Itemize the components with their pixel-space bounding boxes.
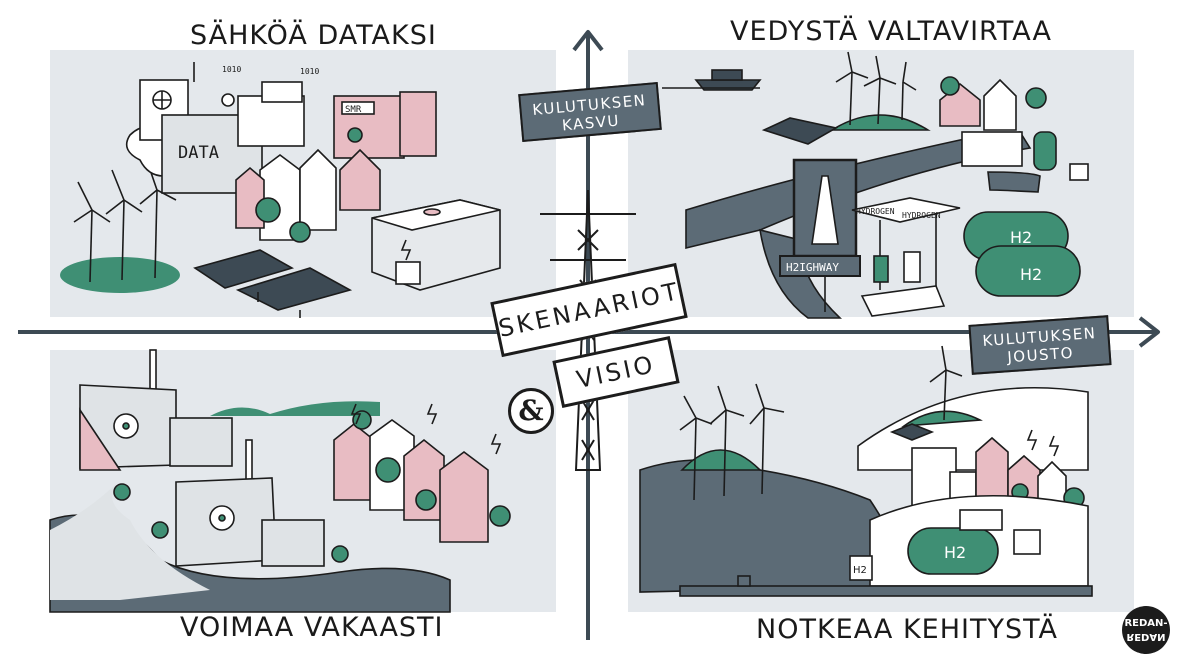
top-left-scene: DATA 1010 1010 SMR xyxy=(60,62,501,318)
redan-logo: REDAN- REDAN xyxy=(1122,606,1170,654)
top-right-scene: H2IGHWAY HYDROGEN HYDROGEN H2 H2 xyxy=(662,51,1089,319)
svg-text:H2: H2 xyxy=(944,543,966,562)
quadrant-title-top-left: SÄHKÖÄ DATAKSI xyxy=(190,20,437,51)
hydrogen-sign-1: HYDROGEN xyxy=(856,207,895,216)
axis-label-horizontal: KULUTUKSEN JOUSTO xyxy=(968,315,1112,375)
quadrant-title-bottom-right: NOTKEAA KEHITYSTÄ xyxy=(756,614,1059,645)
binary-label: 1010 xyxy=(222,65,241,74)
smr-label: SMR xyxy=(345,105,362,115)
bottom-right-scene: H2 H2 xyxy=(639,345,1093,597)
ampersand-badge: & xyxy=(508,388,554,434)
svg-text:1010: 1010 xyxy=(300,67,319,76)
bottom-left-scene xyxy=(49,349,511,613)
svg-text:H2: H2 xyxy=(853,565,867,576)
quadrant-title-top-right: VEDYSTÄ VALTAVIRTAA xyxy=(730,16,1052,47)
highway-sign-label: H2IGHWAY xyxy=(786,261,839,274)
hydrogen-sign-2: HYDROGEN xyxy=(902,211,941,220)
logo-line1: REDAN- xyxy=(1124,618,1168,629)
logo-line2: REDAN xyxy=(1126,631,1166,642)
data-building-label: DATA xyxy=(178,143,219,163)
h2-tank-label: H2 xyxy=(1010,228,1032,247)
svg-text:H2: H2 xyxy=(1020,265,1042,284)
quadrant-title-bottom-left: VOIMAA VAKAASTI xyxy=(180,612,444,643)
